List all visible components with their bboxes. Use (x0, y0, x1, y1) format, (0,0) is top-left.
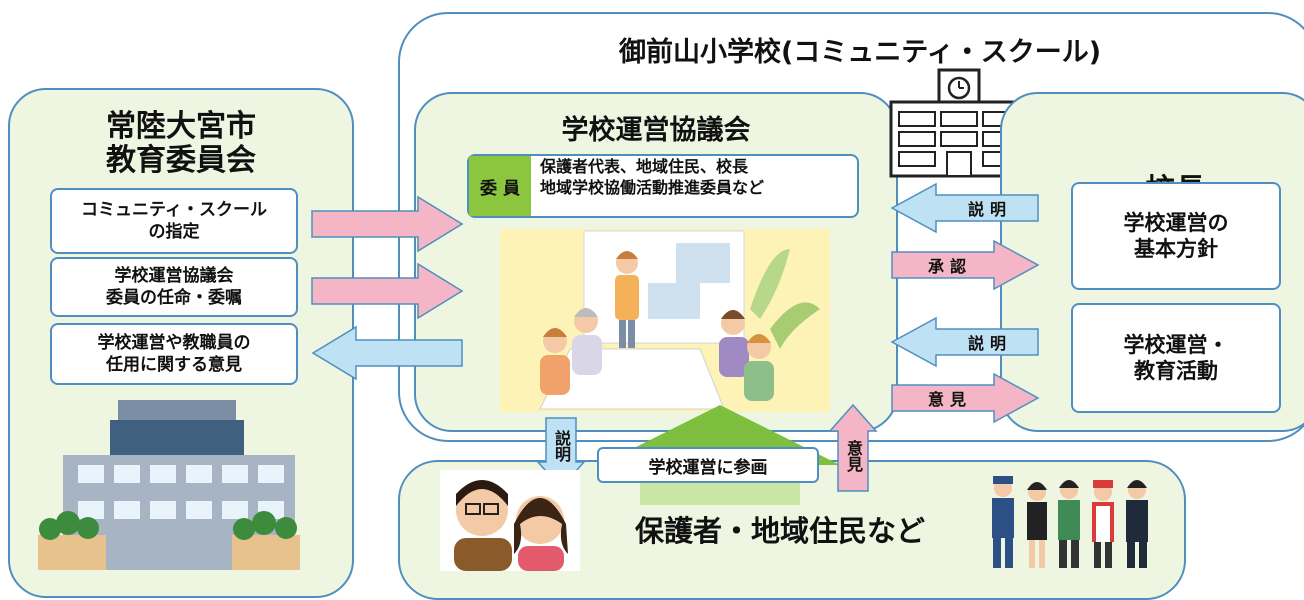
opinion-to-board-arrow (311, 325, 463, 381)
school-activities-line1: 学校運営・ (1123, 333, 1229, 357)
school-activities-box: 学校運営・ 教育活動 (1071, 303, 1281, 413)
school-title: 御前山小学校(コミュニティ・スクール) (618, 37, 1102, 68)
designation-box: コミュニティ・スクール の指定 (50, 188, 298, 254)
appointment-line1: 学校運営協議会 (114, 266, 234, 286)
member-line1: 保護者代表、地域住民、校長 (540, 157, 749, 176)
designation-line2: の指定 (148, 222, 200, 242)
member-line2: 地域学校協働活動推進委員など (540, 178, 765, 197)
approve-label: 承認 (927, 257, 972, 276)
board-of-education-title: 常陸大宮市 教育委員会 (8, 110, 354, 178)
meeting-illustration-icon (539, 230, 820, 410)
board-title-line1: 常陸大宮市 (106, 109, 256, 144)
opinion-label: 意見 (927, 390, 972, 409)
basic-policy-line2: 基本方針 (1134, 237, 1218, 261)
explain-down-label: 説明 (552, 430, 571, 462)
explain-arrow-1 (890, 182, 1039, 234)
basic-policy-box: 学校運営の 基本方針 (1071, 182, 1281, 290)
community-title: 保護者・地域住民など (634, 514, 925, 548)
opinion-box: 学校運営や教職員の 任用に関する意見 (50, 323, 298, 385)
opinion-up-label: 意見 (844, 440, 863, 472)
parents-icon (440, 470, 580, 571)
approve-arrow (891, 239, 1040, 291)
opinion-line2: 任用に関する意見 (106, 355, 242, 375)
member-description: 保護者代表、地域住民、校長 地域学校協働活動推進委員など (540, 156, 856, 216)
community-people-icon (992, 476, 1148, 568)
opinion-up-arrow (828, 403, 878, 492)
city-hall-building-icon (38, 400, 300, 570)
explain-arrow-2 (890, 316, 1039, 368)
appointment-box: 学校運営協議会 委員の任命・委嘱 (50, 257, 298, 317)
appointment-arrow (311, 262, 464, 320)
council-title: 学校運営協議会 (561, 115, 751, 146)
member-label: 委 員 (469, 156, 531, 216)
designation-line1: コミュニティ・スクール (81, 200, 267, 220)
explain-label-2: 説明 (967, 334, 1012, 353)
appointment-line2: 委員の任命・委嘱 (106, 288, 242, 308)
basic-policy-line1: 学校運営の (1123, 211, 1229, 235)
participate-box: 学校運営に参画 (597, 447, 819, 483)
member-box (467, 154, 859, 218)
opinion-arrow (891, 372, 1040, 424)
designation-arrow (311, 195, 464, 253)
opinion-line1: 学校運営や教職員の (97, 333, 251, 353)
board-title-line2: 教育委員会 (106, 143, 256, 178)
school-activities-line2: 教育活動 (1134, 359, 1218, 383)
explain-label-1: 説明 (967, 200, 1012, 219)
